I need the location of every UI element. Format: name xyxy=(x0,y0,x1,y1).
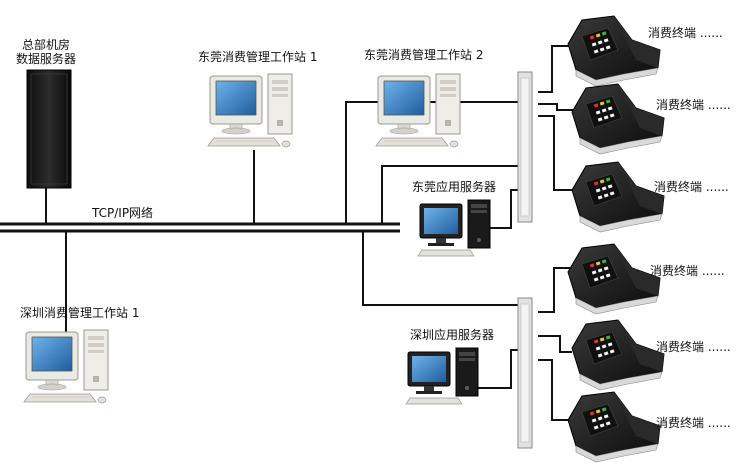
dongguan-workstation-2-label: 东莞消费管理工作站 2 xyxy=(364,48,484,62)
terminal-label: 消费终端 ...... xyxy=(650,264,725,278)
hq-server-label-line1: 总部机房 xyxy=(21,38,70,52)
dongguan-workstation-1-label: 东莞消费管理工作站 1 xyxy=(198,50,318,64)
dongguan-workstation-2 xyxy=(375,73,461,148)
terminal-label: 消费终端 ...... xyxy=(656,98,731,112)
shenzhen-workstation-1-label: 深圳消费管理工作站 1 xyxy=(20,306,140,320)
hq-server-label-line2: 数据服务器 xyxy=(15,52,76,66)
dongguan-app-server-label: 东莞应用服务器 xyxy=(412,180,497,194)
terminal-label: 消费终端 ...... xyxy=(656,340,731,354)
terminal-label: 消费终端 ...... xyxy=(648,26,723,40)
shenzhen-network-switch xyxy=(517,297,533,449)
shenzhen-app-server-label: 深圳应用服务器 xyxy=(410,328,495,342)
dongguan-workstation-1 xyxy=(207,73,293,148)
network-label: TCP/IP网络 xyxy=(92,206,154,220)
consumption-terminal xyxy=(567,243,661,315)
dongguan-app-server xyxy=(417,199,491,257)
consumption-terminal xyxy=(571,83,665,155)
consumption-terminal xyxy=(567,391,661,463)
hq-data-server xyxy=(26,69,72,189)
shenzhen-app-server xyxy=(405,347,479,405)
terminal-label: 消费终端 ...... xyxy=(654,180,729,194)
network-cables xyxy=(0,45,574,421)
consumption-terminal xyxy=(571,319,665,391)
shenzhen-workstation-1 xyxy=(23,329,109,404)
terminal-label: 消费终端 ...... xyxy=(656,416,731,430)
consumption-terminal xyxy=(571,161,665,233)
consumption-terminal xyxy=(567,15,661,87)
dongguan-network-switch xyxy=(517,71,533,223)
